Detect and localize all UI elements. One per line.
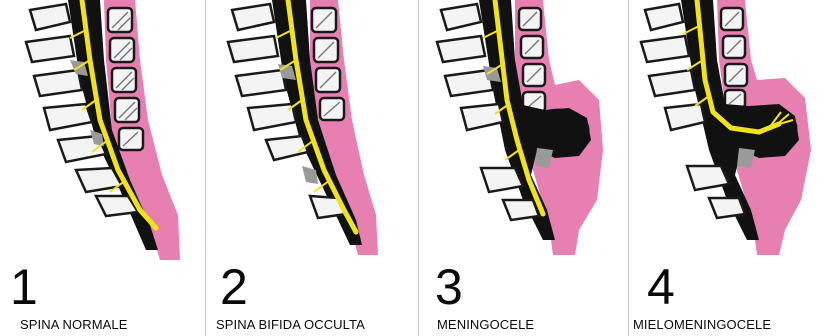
panel-number: 2 (220, 262, 247, 312)
panel-caption: MIELOMENINGOCELE (633, 318, 771, 331)
panel-caption: SPINA BIFIDA OCCULTA (216, 318, 365, 331)
spine-illustration-normal (0, 0, 205, 262)
panel-4: 4 MIELOMENINGOCELE (629, 0, 829, 336)
panel-number: 4 (647, 262, 674, 312)
panel-2: 2 SPINA BIFIDA OCCULTA (206, 0, 418, 336)
panel-number: 1 (10, 262, 37, 312)
spine-illustration-myelomeningocele (629, 0, 829, 262)
panel-caption: MENINGOCELE (437, 318, 534, 331)
panel-number: 3 (435, 262, 462, 312)
spine-illustration-meningocele (419, 0, 628, 262)
spine-illustration-occulta (206, 0, 418, 262)
panel-3: 3 MENINGOCELE (419, 0, 628, 336)
panel-caption: SPINA NORMALE (20, 318, 128, 331)
panel-1: 1 SPINA NORMALE (0, 0, 205, 336)
vertebral-bodies (721, 8, 747, 108)
